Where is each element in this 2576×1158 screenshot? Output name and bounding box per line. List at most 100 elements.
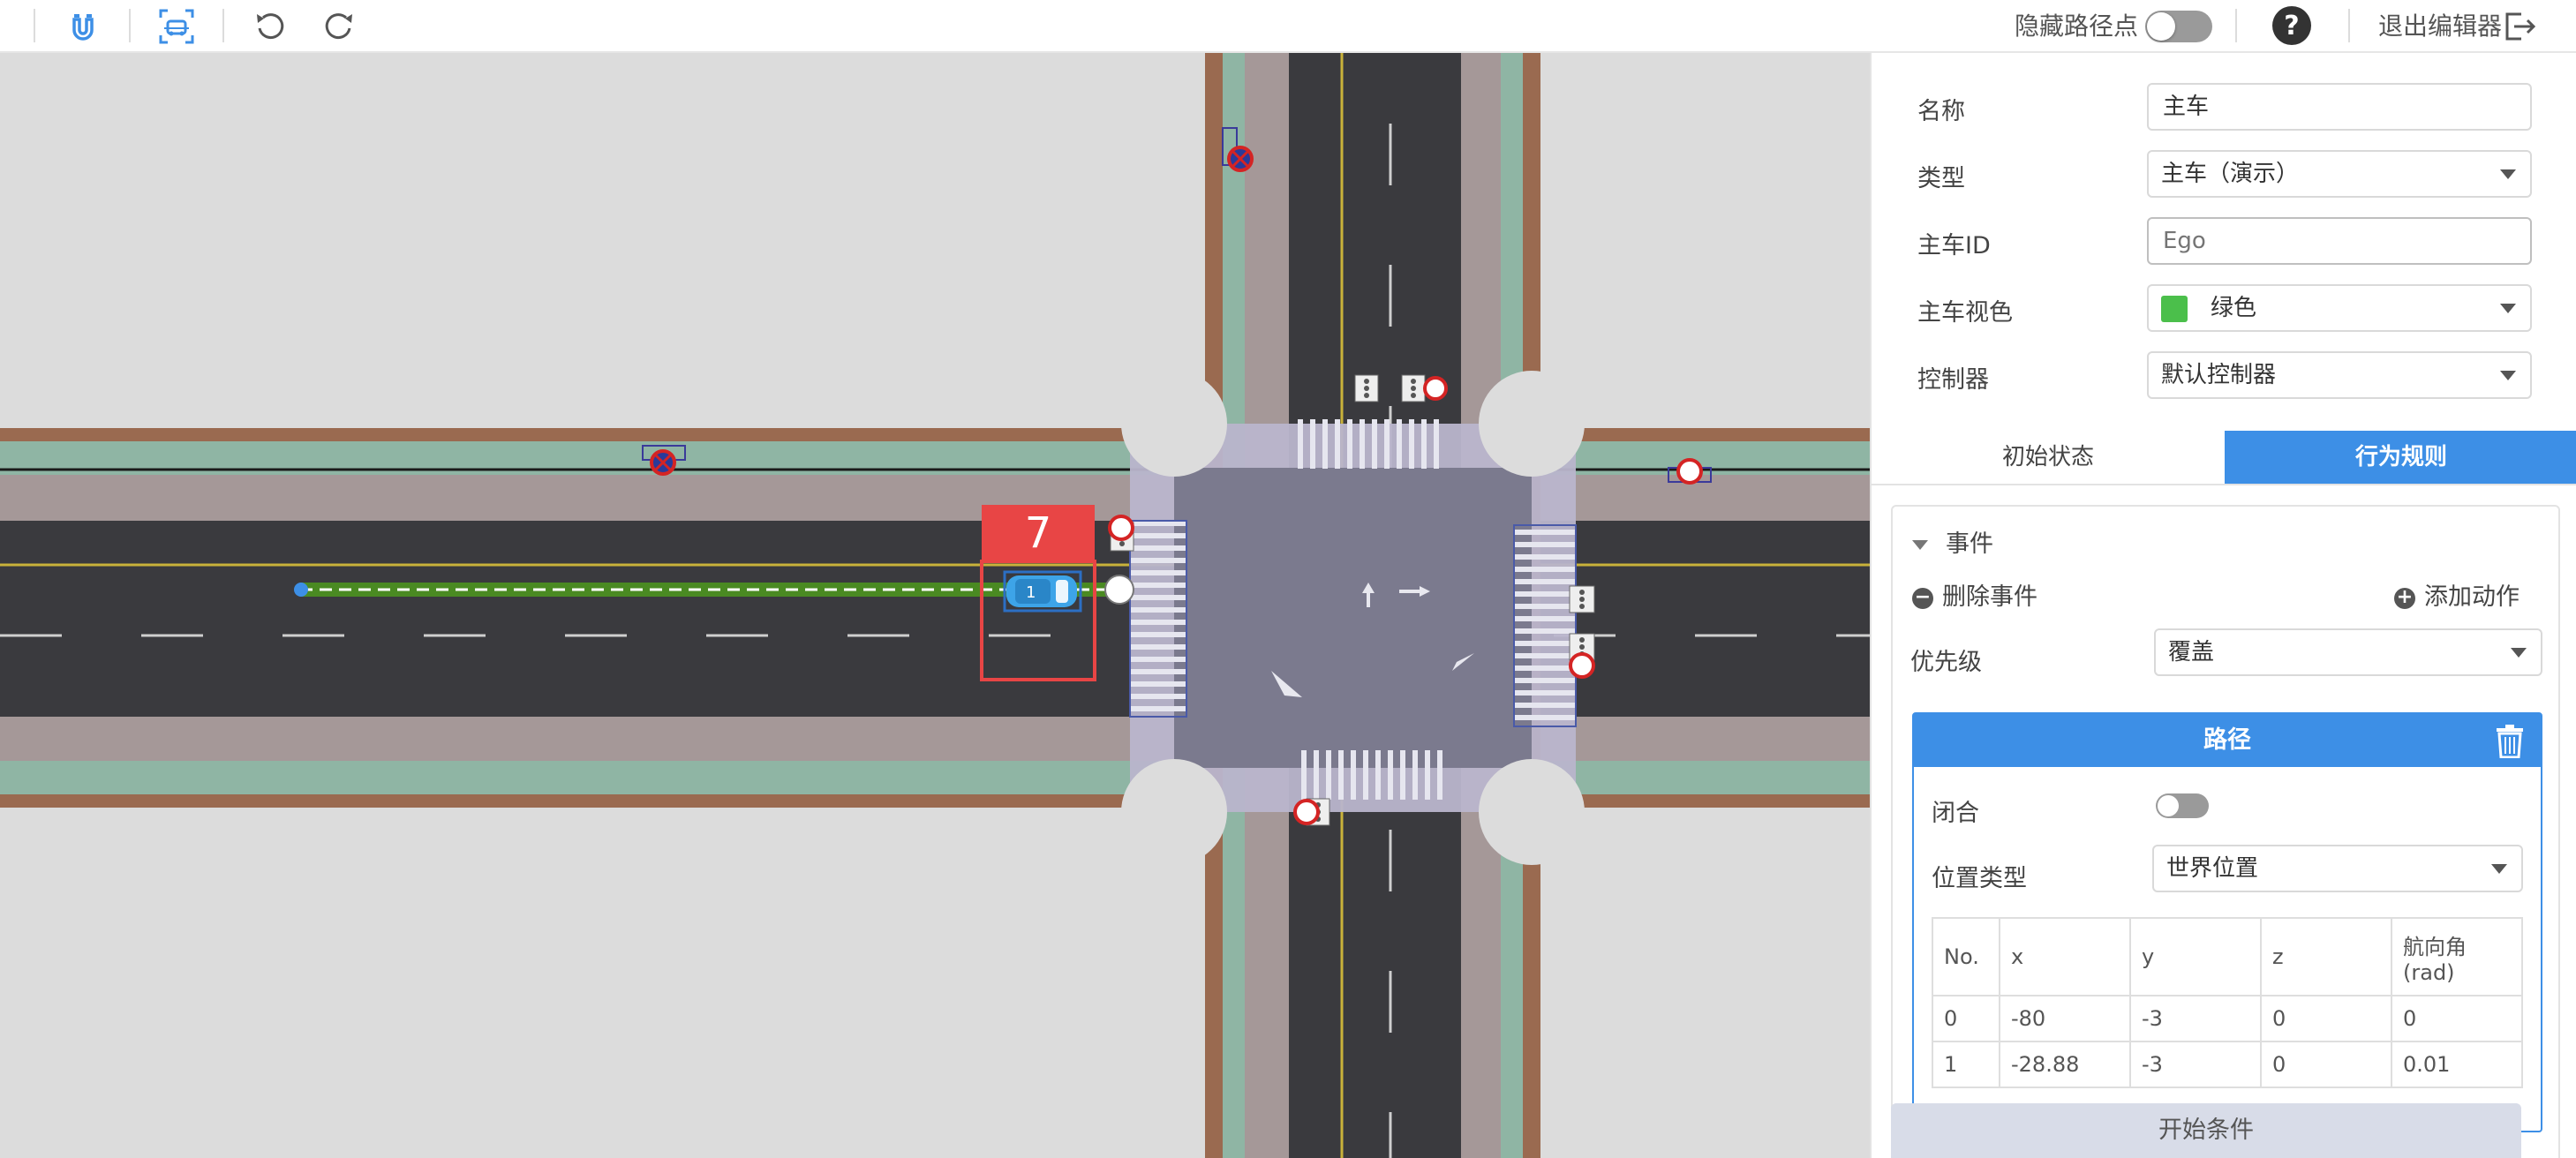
toolbar: 隐藏路径点 ? 退出编辑器 (0, 0, 2576, 53)
redo-icon[interactable] (320, 7, 358, 46)
column-header-heading: 航向角 (rad) (2391, 917, 2523, 996)
table-cell[interactable]: 1 (1932, 1041, 2000, 1088)
ego-id-row: 主车ID (1872, 215, 2576, 268)
table-cell[interactable]: 0 (2260, 1041, 2392, 1088)
toolbar-divider (2235, 9, 2237, 42)
trash-icon[interactable] (2495, 725, 2525, 762)
speed-limit-sign-icon[interactable] (1293, 799, 1320, 825)
type-select[interactable]: 主车（演示） (2147, 150, 2532, 198)
ego-id-input-field[interactable] (2161, 227, 2482, 255)
path-start-point[interactable] (294, 583, 308, 597)
chevron-down-icon (2500, 169, 2516, 179)
junction-corner (1479, 371, 1585, 477)
chevron-down-icon (2500, 304, 2516, 313)
position-type-label: 位置类型 (1932, 865, 2027, 892)
speed-limit-sign-icon[interactable] (1423, 376, 1448, 401)
hide-path-points-label: 隐藏路径点 (2015, 11, 2139, 41)
table-row[interactable]: 1 -28.88 -3 0 0.01 (1932, 1041, 2523, 1088)
lane-arrows (1271, 583, 1474, 697)
traffic-light-icon[interactable] (1569, 585, 1595, 613)
table-cell[interactable]: -3 (2129, 995, 2262, 1042)
priority-select[interactable]: 覆盖 (2154, 628, 2542, 676)
no-overtaking-sign-icon[interactable] (1668, 458, 1712, 485)
controller-label: 控制器 (1917, 366, 1989, 394)
marker-label: 7 (1025, 508, 1052, 558)
table-cell[interactable]: 0 (2391, 995, 2523, 1042)
name-input-field[interactable] (2161, 90, 2482, 119)
crosswalk-south (1301, 750, 1442, 800)
event-title: 事件 (1946, 530, 1993, 558)
closed-label: 闭合 (1932, 800, 1979, 827)
ego-id-input[interactable] (2147, 217, 2532, 265)
route-header: 路径 (1914, 714, 2541, 767)
color-row: 主车视色 绿色 (1872, 282, 2576, 335)
marker-label-box (982, 505, 1095, 561)
speed-limit-sign-icon[interactable] (1569, 652, 1595, 679)
crosswalk-east (1514, 530, 1576, 720)
panel-tabs: 初始状态 行为规则 (1872, 431, 2576, 485)
closed-toggle[interactable] (2156, 793, 2209, 818)
help-icon[interactable]: ? (2272, 6, 2311, 45)
junction-corner (1121, 759, 1227, 865)
table-cell[interactable]: -3 (2129, 1041, 2262, 1088)
collapse-arrow-icon[interactable] (1912, 540, 1928, 550)
type-label: 类型 (1917, 165, 1965, 192)
name-input[interactable] (2147, 83, 2532, 131)
vehicle-id-label: 1 (1026, 583, 1036, 602)
hide-path-points-toggle[interactable] (2145, 11, 2212, 42)
column-header-x: x (1999, 917, 2131, 996)
tab-initial-state[interactable]: 初始状态 (1872, 431, 2225, 484)
map-canvas[interactable]: 7 1 (0, 53, 1870, 1158)
exit-icon[interactable] (2500, 7, 2539, 46)
ego-id-label: 主车ID (1917, 232, 1991, 259)
road-network[interactable]: 7 1 (0, 53, 1870, 1158)
priority-label: 优先级 (1910, 649, 1982, 676)
ego-vehicle[interactable]: 1 (1003, 570, 1082, 613)
delete-event-button[interactable]: −删除事件 (1912, 577, 2037, 612)
no-parking-sign-icon[interactable] (642, 445, 686, 476)
screenshot-car-icon[interactable] (157, 7, 196, 46)
crosswalk-west (1130, 521, 1186, 711)
speed-limit-sign-icon[interactable] (1108, 515, 1134, 541)
start-condition-button[interactable]: 开始条件 (1891, 1103, 2521, 1158)
properties-panel: 名称 类型 主车（演示） 主车ID 主车视色 绿色 控制器 默认控制器 初始状 (1870, 53, 2576, 1158)
color-select-value: 绿色 (2211, 295, 2257, 321)
column-header-z: z (2260, 917, 2392, 996)
table-cell[interactable]: 0 (2260, 995, 2392, 1042)
add-action-button[interactable]: + 添加动作 (2394, 577, 2520, 612)
type-select-value: 主车（演示） (2161, 161, 2300, 187)
position-type-value: 世界位置 (2166, 855, 2259, 882)
crosswalk-north (1298, 419, 1439, 469)
name-label: 名称 (1917, 98, 1965, 125)
table-cell[interactable]: 0.01 (2391, 1041, 2523, 1088)
table-cell[interactable]: 0 (1932, 995, 2000, 1042)
column-header-no: No. (1932, 917, 2000, 996)
event-header[interactable]: 事件 (1912, 524, 1993, 559)
toolbar-divider (34, 9, 35, 42)
controller-select[interactable]: 默认控制器 (2147, 351, 2532, 399)
traffic-light-icon[interactable] (1354, 374, 1379, 402)
add-action-label: 添加动作 (2424, 583, 2520, 611)
tab-behavior-rules[interactable]: 行为规则 (2225, 431, 2576, 484)
junction-corner (1121, 371, 1227, 477)
exit-editor-button[interactable]: 退出编辑器 (2378, 11, 2503, 41)
minus-circle-icon: − (1912, 587, 1933, 609)
route-card: 路径 闭合 位置类型 世界位置 No. x y z 航向角 (rad) (1912, 712, 2542, 1132)
plus-circle-icon: + (2394, 587, 2415, 609)
chevron-down-icon (2500, 371, 2516, 380)
color-select[interactable]: 绿色 (2147, 284, 2532, 332)
table-row[interactable]: 0 -80 -3 0 0 (1932, 995, 2523, 1042)
path-end-handle[interactable] (1104, 575, 1134, 605)
traffic-light-icon[interactable] (1401, 374, 1426, 402)
table-cell[interactable]: -80 (1999, 995, 2131, 1042)
color-swatch (2161, 296, 2188, 322)
delete-event-label: 删除事件 (1942, 583, 2037, 611)
magnet-icon[interactable] (64, 7, 102, 46)
position-type-select[interactable]: 世界位置 (2152, 845, 2523, 892)
table-cell[interactable]: -28.88 (1999, 1041, 2131, 1088)
undo-icon[interactable] (251, 7, 290, 46)
route-title: 路径 (2203, 726, 2251, 754)
selection-box[interactable] (980, 560, 1096, 681)
no-parking-sign-icon[interactable] (1222, 127, 1254, 172)
toolbar-divider (222, 9, 224, 42)
